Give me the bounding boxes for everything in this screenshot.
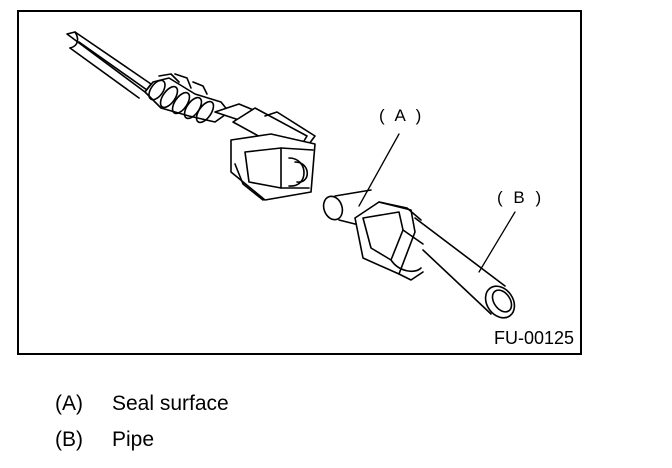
legend-text: Seal surface (112, 392, 229, 415)
leader-line-a (358, 133, 400, 207)
callout-a: ( A ) (379, 106, 425, 125)
connector-illustration (66, 31, 516, 319)
legend-item: (B) Pipe (55, 428, 229, 464)
legend-key: (A) (55, 392, 83, 415)
callout-b: ( B ) (497, 188, 545, 207)
figure-frame: ( A ) ( B ) FU-00125 (17, 10, 582, 355)
legend: (A) Seal surface (B) Pipe (55, 392, 229, 464)
legend-text: Pipe (112, 428, 155, 451)
ribbed-body (144, 73, 230, 124)
hose-end (66, 31, 152, 99)
legend-item: (A) Seal surface (55, 392, 229, 428)
leader-line-b (478, 211, 516, 273)
legend-key: (B) (55, 428, 83, 451)
pipe-assembly (322, 189, 516, 319)
connector-housing (214, 103, 316, 201)
figure-code: FU-00125 (493, 328, 574, 348)
